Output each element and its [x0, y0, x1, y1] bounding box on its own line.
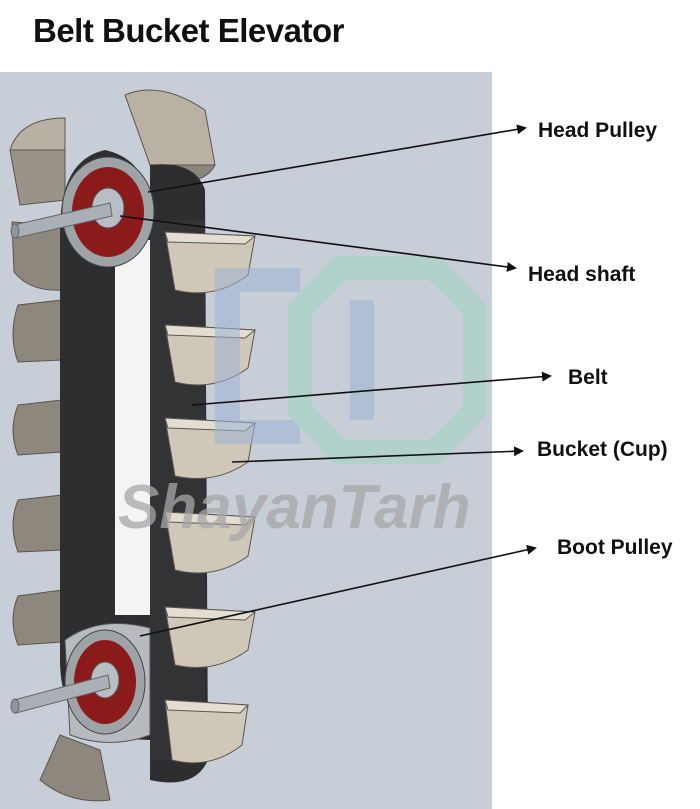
arrow-head-shaft	[119, 215, 517, 272]
label-boot-pulley: Boot Pulley	[557, 536, 673, 559]
page-title: Belt Bucket Elevator	[33, 12, 344, 49]
bucket-right	[164, 606, 257, 668]
bucket-right	[164, 511, 257, 574]
bucket-left	[12, 494, 63, 553]
bucket-right	[164, 699, 250, 764]
belt	[60, 150, 208, 783]
arrow-belt	[191, 371, 552, 406]
leader-lines	[119, 124, 552, 637]
label-bucket: Bucket (Cup)	[537, 438, 668, 461]
bucket-left	[12, 399, 63, 456]
label-head-shaft: Head shaft	[528, 263, 636, 286]
boot-shaft	[10, 674, 111, 714]
watermark-text: ShayanTarh	[118, 473, 471, 542]
bucket-left	[9, 117, 66, 206]
bucket-right	[164, 324, 257, 386]
bucket-left	[39, 734, 111, 802]
watermark-logo	[215, 256, 487, 464]
label-head-pulley: Head Pulley	[538, 119, 658, 142]
head-shaft	[10, 202, 113, 239]
arrow-boot-pulley	[139, 544, 537, 637]
bucket-left	[12, 589, 63, 646]
label-belt: Belt	[568, 366, 608, 389]
bucket-left	[12, 299, 63, 363]
arrow-bucket	[231, 446, 524, 463]
left-buckets	[9, 117, 111, 802]
arrow-head-pulley	[147, 124, 527, 193]
